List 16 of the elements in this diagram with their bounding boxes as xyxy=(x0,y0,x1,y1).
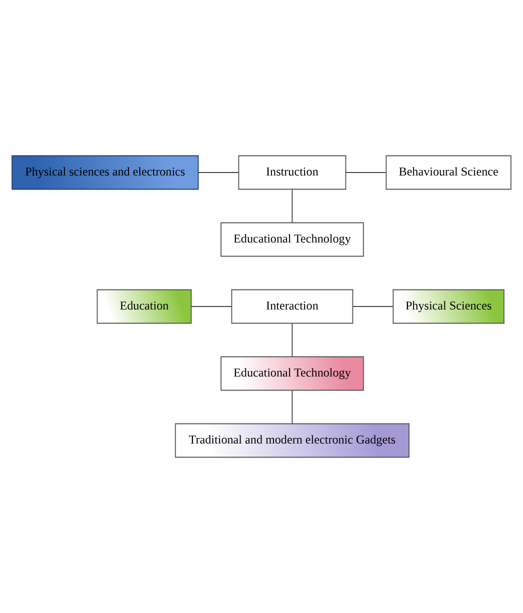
node-box: Instruction xyxy=(238,155,346,190)
connector xyxy=(198,172,240,173)
node-box: Physical Sciences xyxy=(392,289,504,324)
node-box: Behavioural Science xyxy=(386,155,512,190)
node-box: Physical sciences and electronics xyxy=(12,155,199,190)
connector xyxy=(352,306,394,307)
connector xyxy=(292,189,293,224)
node-box: Traditional and modern electronic Gadgets xyxy=(174,423,410,458)
node-box: Education xyxy=(96,289,192,324)
node-box: Educational Technology xyxy=(220,222,364,257)
connector xyxy=(346,172,387,173)
node-box: Interaction xyxy=(231,289,354,324)
connector xyxy=(190,306,232,307)
connector xyxy=(292,323,293,358)
node-box: Educational Technology xyxy=(220,356,364,391)
connector xyxy=(292,390,293,424)
